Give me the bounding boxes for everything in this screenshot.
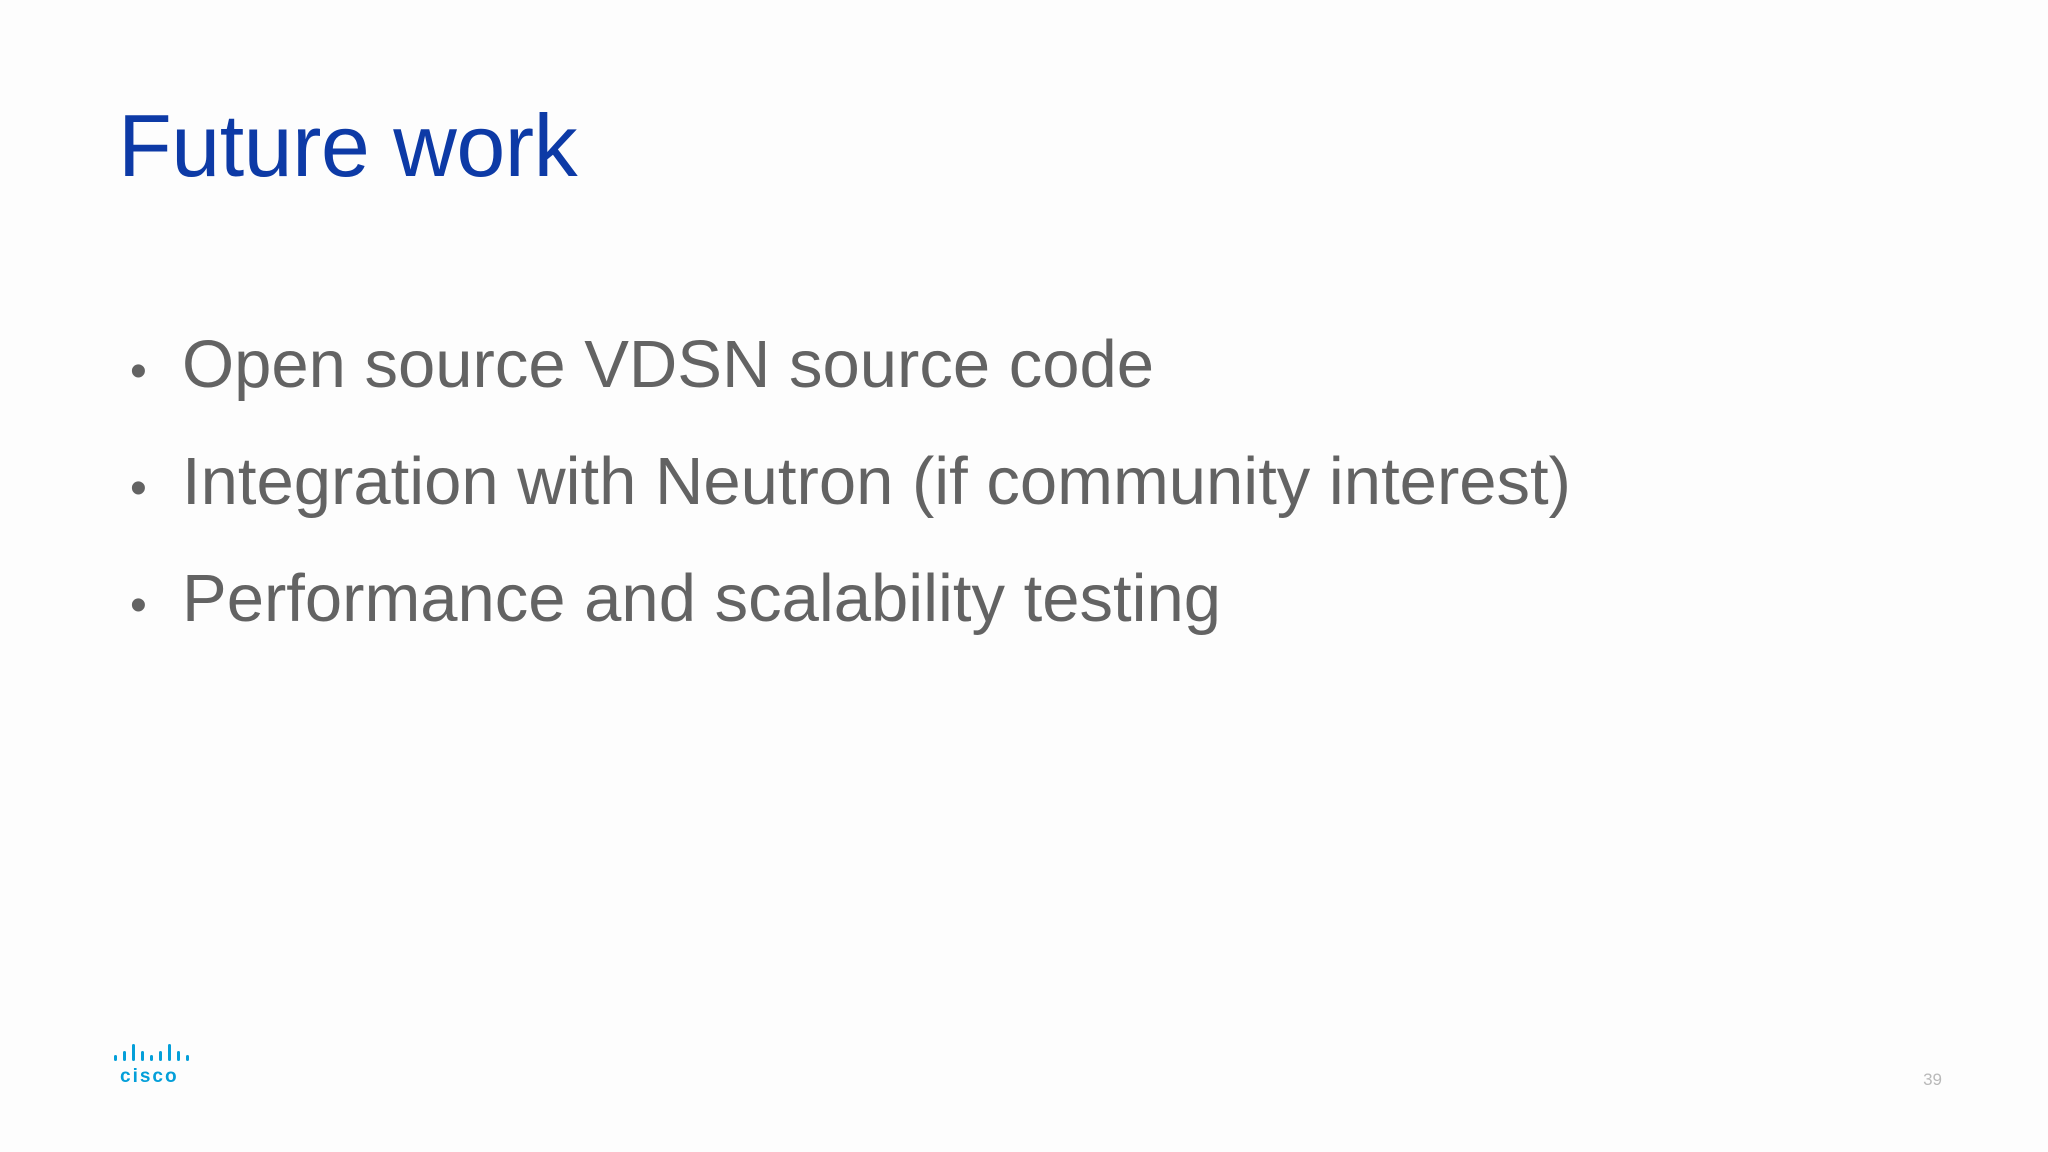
bullet-icon: •: [130, 462, 147, 515]
cisco-logo: cisco: [112, 1042, 202, 1090]
bullet-text: Performance and scalability testing: [182, 561, 1222, 636]
slide-title: Future work: [118, 96, 578, 195]
bullet-item: • Open source VDSN source code: [130, 310, 1571, 427]
cisco-bars-icon: [114, 1044, 189, 1061]
bullet-icon: •: [130, 579, 147, 632]
cisco-logo-text: cisco: [120, 1066, 179, 1087]
page-number: 39: [1923, 1070, 1942, 1089]
bullet-item: • Integration with Neutron (if community…: [130, 427, 1571, 544]
bullet-item: • Performance and scalability testing: [130, 544, 1571, 661]
bullet-list: • Open source VDSN source code • Integra…: [130, 310, 1571, 661]
bullet-icon: •: [130, 345, 147, 398]
bullet-text: Open source VDSN source code: [182, 327, 1154, 402]
bullet-text: Integration with Neutron (if community i…: [182, 444, 1571, 519]
